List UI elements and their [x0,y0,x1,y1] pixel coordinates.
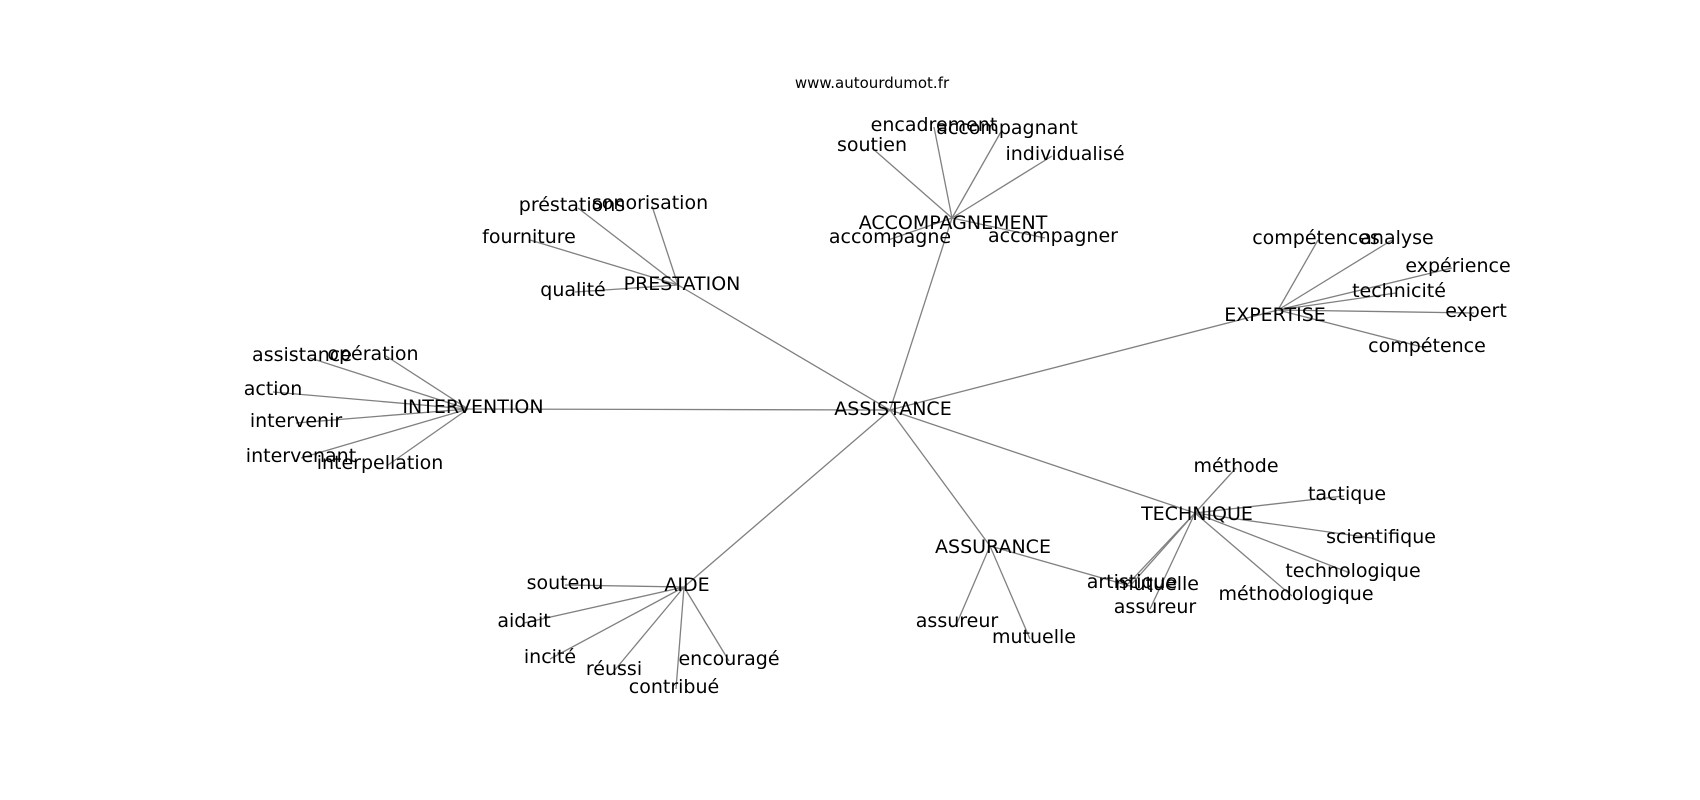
node-accompagnement: ACCOMPAGNEMENT [859,212,1048,234]
edge-technique-assureur-tech [1149,512,1196,610]
node-intervenant: intervenant [246,445,356,467]
node-incite: incité [524,646,576,668]
node-intervenir: intervenir [250,410,343,432]
node-contribue: contribué [629,676,719,698]
edge-prestation-fourniture [529,239,679,286]
node-expert: expert [1445,300,1507,322]
edge-assistance-accompagnement [889,217,953,411]
edge-assurance-assureur [956,545,991,624]
node-artistique: artistique [1087,571,1178,593]
edge-expertise-expert [1277,309,1475,314]
node-prestations: préstations [519,194,625,216]
node-mutuelle-tech: mutuelle [1115,573,1199,595]
edge-expertise-analyse [1277,239,1393,311]
edge-intervention-action [272,391,469,410]
node-action: action [244,378,302,400]
edge-expertise-competence [1277,309,1427,349]
edge-assistance-intervention [467,408,891,411]
node-encourage: encouragé [678,648,779,670]
node-scientifique: scientifique [1326,526,1436,548]
node-competence: compétence [1368,335,1486,357]
edge-assistance-expertise [889,309,1279,411]
node-prestation: PRESTATION [624,273,741,295]
edge-intervention-operation [385,355,469,410]
edge-assistance-prestation [677,284,891,411]
node-methodologique: méthodologique [1218,583,1373,605]
edge-aide-encourage [683,586,730,662]
node-competences: compétences [1252,227,1380,249]
node-methode: méthode [1193,455,1278,477]
node-intervention: INTERVENTION [402,396,543,418]
node-assistance-sub: assistance [252,344,352,366]
node-accompagner: accompagner [988,225,1118,247]
edge-accompagnement-individualise [951,155,1053,219]
edge-expertise-experience [1277,267,1453,311]
source-url: www.autourdumot.fr [795,74,950,92]
edge-prestation-prestations [577,207,679,286]
node-assurance: ASSURANCE [935,536,1051,558]
node-mutuelle: mutuelle [992,626,1076,648]
node-operation: opération [327,343,418,365]
edge-aide-incite [549,586,685,660]
edge-intervention-assistance-sub [309,357,469,410]
node-qualite: qualité [540,279,605,301]
edge-accompagnement-accompagnant [951,129,1003,219]
node-tactique: tactique [1308,483,1386,505]
node-reussi: réussi [586,658,642,680]
edge-intervention-intervenant [300,408,469,459]
edge-technique-tactique [1194,495,1345,514]
node-individualise: individualisé [1005,143,1124,165]
edge-intervention-intervenir [295,408,469,424]
node-interpellation: interpellation [317,452,444,474]
node-accompagnant: accompagnant [936,117,1078,139]
edges-layer [272,126,1475,690]
node-technique: TECHNIQUE [1140,503,1253,525]
edge-accompagnement-accompagne [887,217,953,241]
node-assureur: assureur [916,610,999,632]
edge-intervention-interpellation [387,408,469,466]
node-accompagne: accompagne [829,226,951,248]
edge-assurance-mutuelle [989,545,1031,640]
node-aide: AIDE [664,574,709,596]
node-technicite: technicité [1352,280,1446,302]
edge-prestation-qualite [574,284,679,293]
node-aidait: aidait [497,610,550,632]
edge-assistance-aide [683,409,891,588]
edge-aide-reussi [613,586,685,672]
node-soutien: soutien [837,134,907,156]
edge-accompagnement-soutien [871,147,953,219]
node-technologique: technologique [1285,560,1420,582]
edge-technique-mutuelle-tech [1129,512,1196,587]
node-sonorisation: sonorisation [592,192,708,214]
edge-technique-methode [1194,467,1237,514]
edge-prestation-sonorisation [651,205,679,286]
edge-technique-technologique [1194,512,1351,574]
edge-assurance-mutuelle-tech [989,545,1131,587]
edge-aide-contribue [675,586,685,690]
node-expertise: EXPERTISE [1224,304,1326,326]
node-soutenu: soutenu [527,572,604,594]
node-assureur-tech: assureur [1114,596,1197,618]
node-encadrement: encadrement [871,114,998,136]
node-experience: expérience [1405,255,1510,277]
node-analyse: analyse [1360,227,1433,249]
node-assistance: ASSISTANCE [834,398,951,420]
edge-technique-scientifique [1194,512,1379,540]
edge-assistance-technique [889,409,1196,514]
edge-expertise-competences [1277,239,1319,311]
edge-aide-soutenu [564,584,685,588]
edge-aide-aidait [523,586,685,624]
edge-accompagnement-accompagner [951,217,1046,239]
edge-accompagnement-encadrement [933,126,953,219]
edge-technique-methodologique [1194,512,1293,597]
node-fourniture: fourniture [482,226,576,248]
edge-expertise-technicite [1277,292,1397,311]
edge-assistance-assurance [889,409,991,547]
